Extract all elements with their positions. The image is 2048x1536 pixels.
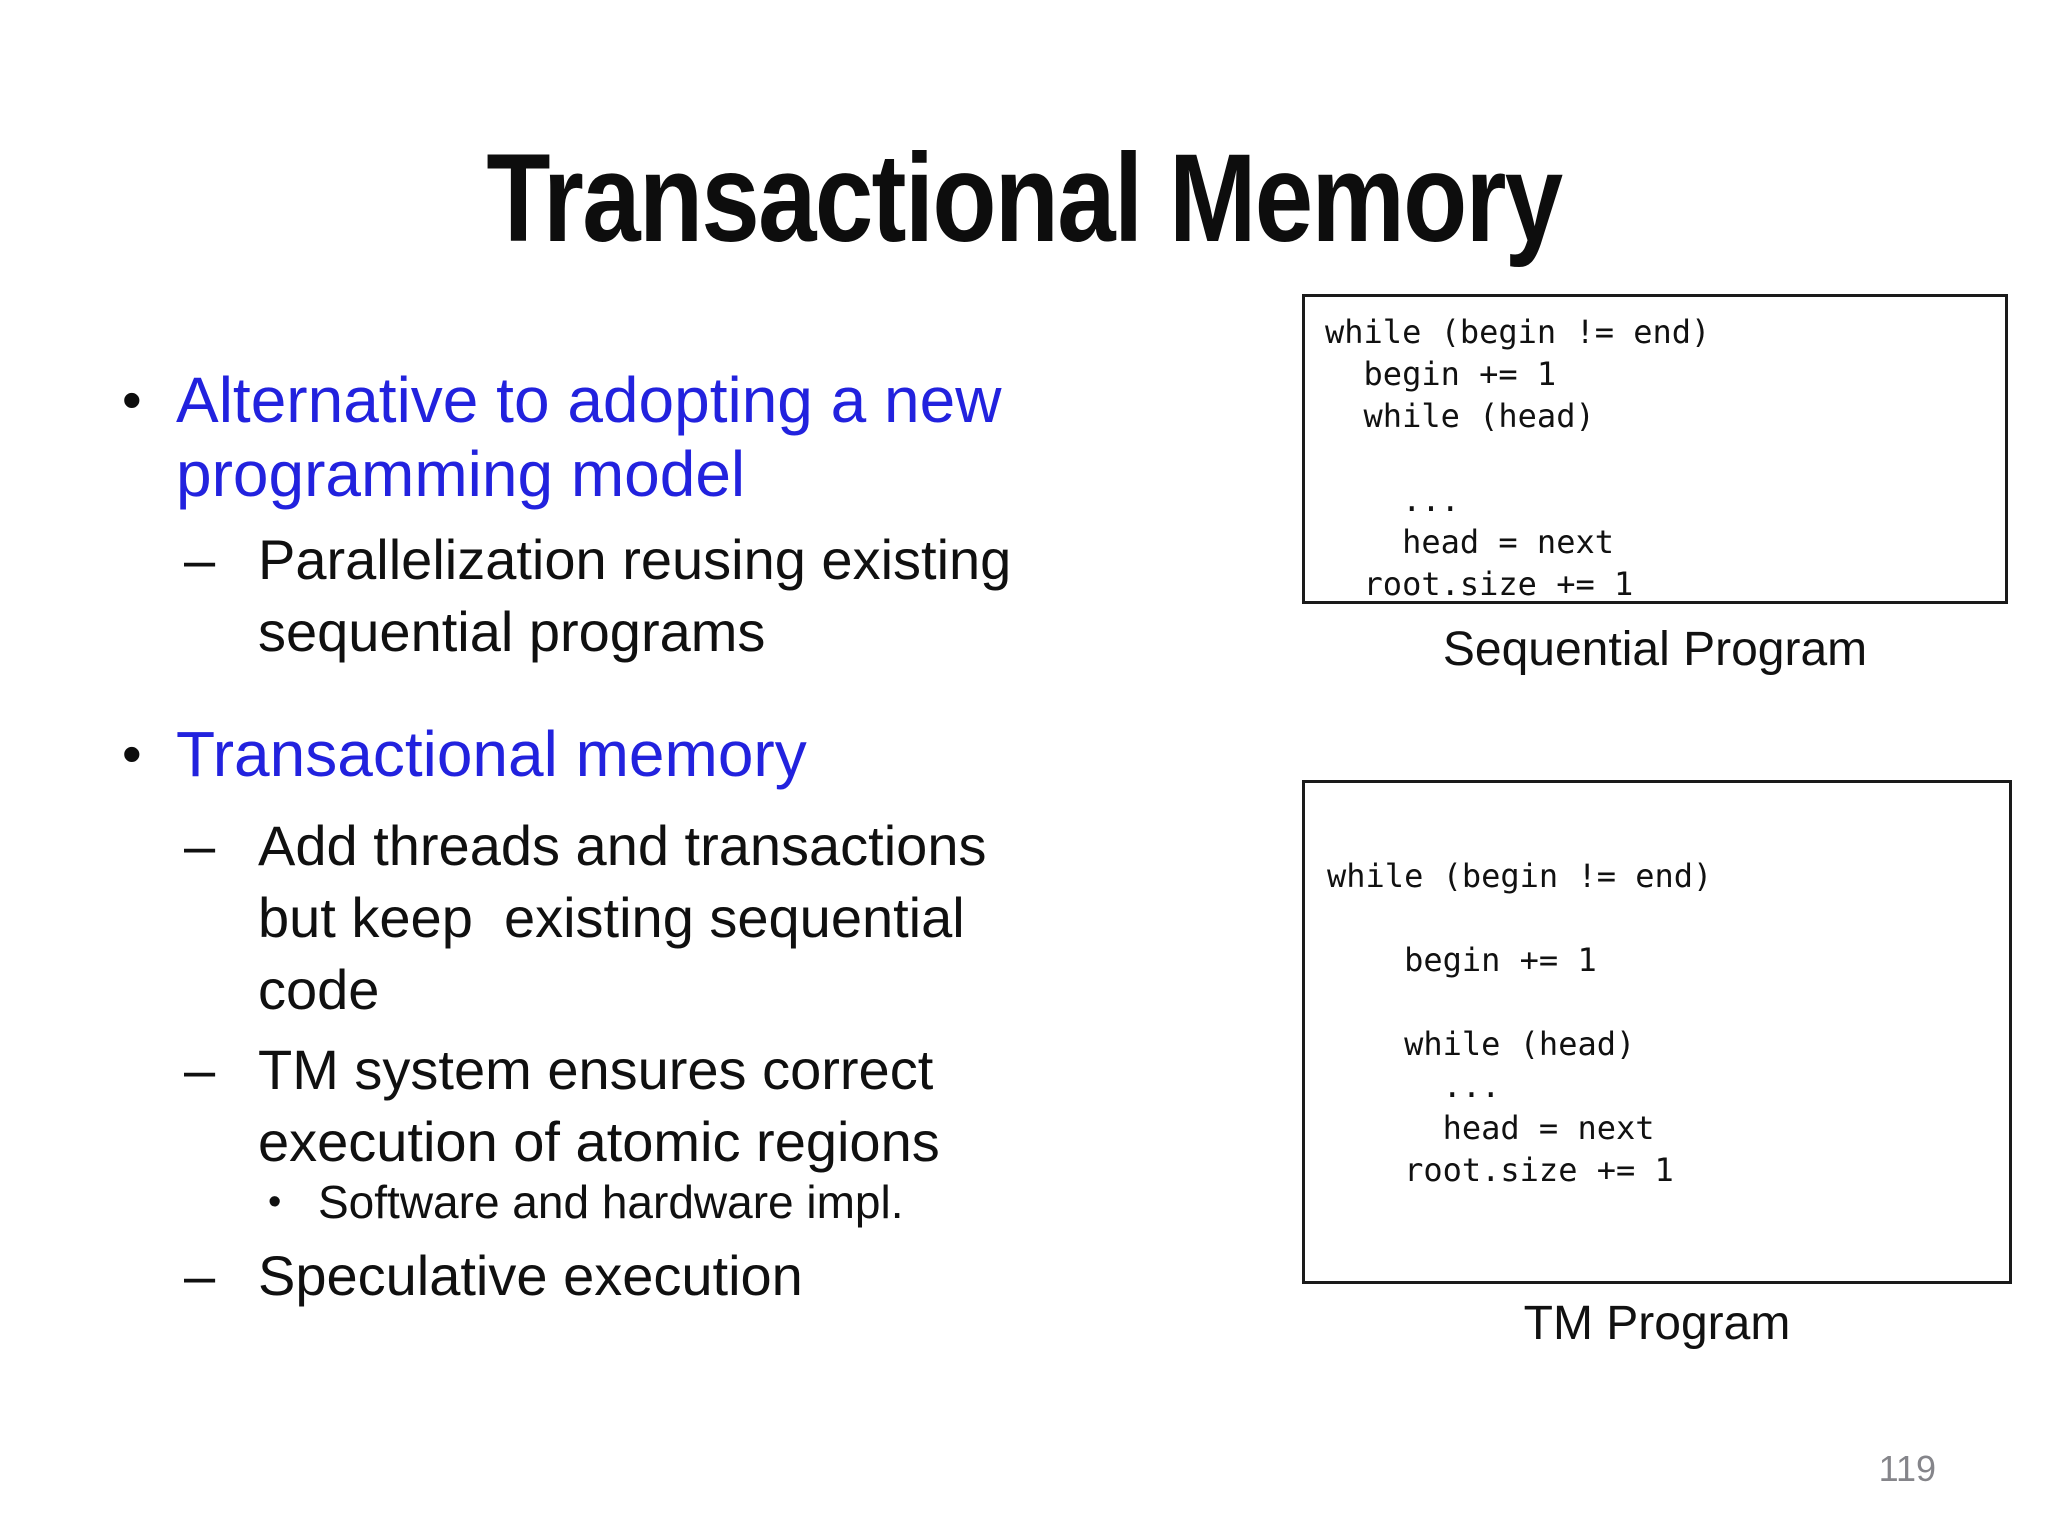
bullet-item-add-threads: –Add threads and transactions but keep e… bbox=[184, 810, 986, 1026]
caption-tm-program: TM Program bbox=[1523, 1297, 1791, 1350]
dash-icon: – bbox=[184, 814, 216, 877]
code-panel-tm: while (begin != end) begin += 1 while (h… bbox=[1302, 780, 2012, 1284]
bullet-item-tm-system: –TM system ensures correct execution of … bbox=[184, 1034, 940, 1178]
bullet-item-software-hardware: • Software and hardware impl. bbox=[268, 1172, 904, 1232]
bullet-text: Add threads and transactions but keep ex… bbox=[258, 814, 987, 1021]
bullet-dot-icon: • bbox=[122, 722, 142, 785]
bullet-item-transactional-memory: • Transactional memory bbox=[122, 717, 807, 791]
bullet-text: Alternative to adopting a new programmin… bbox=[176, 364, 1002, 510]
dash-icon: – bbox=[184, 1038, 216, 1101]
caption-sequential-program: Sequential Program bbox=[1442, 623, 1868, 676]
code-text-sequential: while (begin != end) begin += 1 while (h… bbox=[1325, 313, 1711, 603]
page-number: 119 bbox=[1878, 1448, 1936, 1489]
bullet-item-alternative: • Alternative to adopting a new programmi… bbox=[122, 363, 1001, 511]
slide-title: Transactional Memory bbox=[0, 136, 2048, 261]
bullet-dot-icon: • bbox=[268, 1181, 282, 1223]
bullet-text: Speculative execution bbox=[258, 1244, 803, 1307]
bullet-item-parallelization: –Parallelization reusing existing sequen… bbox=[184, 524, 1011, 668]
bullet-text: Software and hardware impl. bbox=[318, 1176, 904, 1228]
code-panel-sequential: while (begin != end) begin += 1 while (h… bbox=[1302, 294, 2008, 604]
dash-icon: – bbox=[184, 528, 216, 591]
bullet-text: Parallelization reusing existing sequent… bbox=[258, 528, 1012, 663]
bullet-text: TM system ensures correct execution of a… bbox=[258, 1038, 940, 1173]
dash-icon: – bbox=[184, 1244, 216, 1307]
slide-title-text: Transactional Memory bbox=[486, 129, 1563, 268]
code-text-tm: while (begin != end) begin += 1 while (h… bbox=[1327, 857, 1713, 1189]
bullet-item-speculative: –Speculative execution bbox=[184, 1240, 803, 1312]
bullet-dot-icon: • bbox=[122, 368, 142, 431]
bullet-text: Transactional memory bbox=[176, 718, 807, 790]
